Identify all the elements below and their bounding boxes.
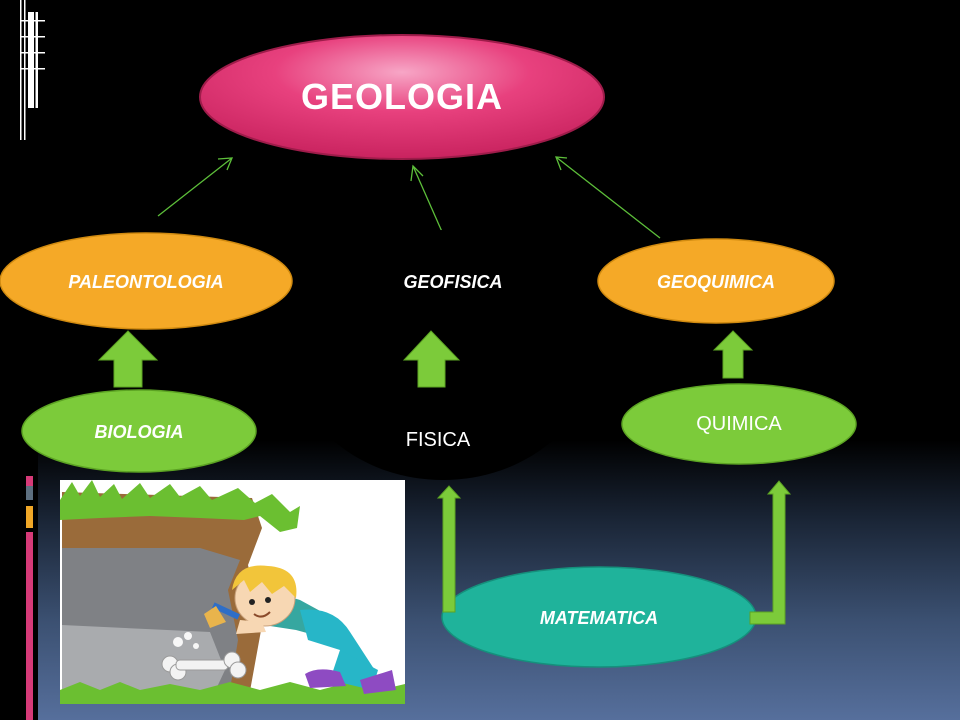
label-paleontologia: PALEONTOLOGIA: [68, 271, 224, 292]
node-geoquimica: [597, 238, 835, 324]
arrow-geofisica-to-geologia: [412, 165, 444, 235]
node-biologia: [21, 389, 257, 473]
label-quimica: QUIMICA: [696, 412, 782, 435]
block-arrow-biologia-to-paleontologia: [97, 330, 159, 388]
label-fisica: FISICA: [405, 428, 471, 451]
accent-bar-4: [26, 532, 33, 720]
node-quimica: [621, 383, 857, 465]
accent-bar-1: [26, 476, 33, 492]
paleontologist-illustration: [60, 480, 405, 704]
label-geoquimica: GEOQUIMICA: [656, 271, 775, 292]
block-arrow-fisica-to-geofisica: [402, 330, 461, 388]
matematica-connectors: [436, 480, 792, 625]
label-matematica: MATEMATICA: [539, 607, 659, 628]
label-geologia: GEOLOGIA: [300, 76, 503, 117]
connector-arrows: [157, 156, 661, 239]
node-geologia: [199, 34, 605, 160]
accent-bar-2: [26, 486, 33, 500]
label-biologia: BIOLOGIA: [94, 421, 184, 442]
frame-lines: [20, 0, 45, 140]
block-arrow-quimica-to-geoquimica: [712, 330, 754, 379]
arrow-geoquimica-to-geologia: [555, 156, 661, 239]
arrow-paleontologia-to-geologia: [157, 157, 233, 217]
connector-matematica-to-fisica: [436, 485, 462, 613]
connector-matematica-to-quimica: [749, 480, 792, 625]
accent-bar-3: [26, 506, 33, 528]
node-paleontologia: [0, 232, 293, 330]
label-geofisica: GEOFISICA: [403, 271, 503, 292]
